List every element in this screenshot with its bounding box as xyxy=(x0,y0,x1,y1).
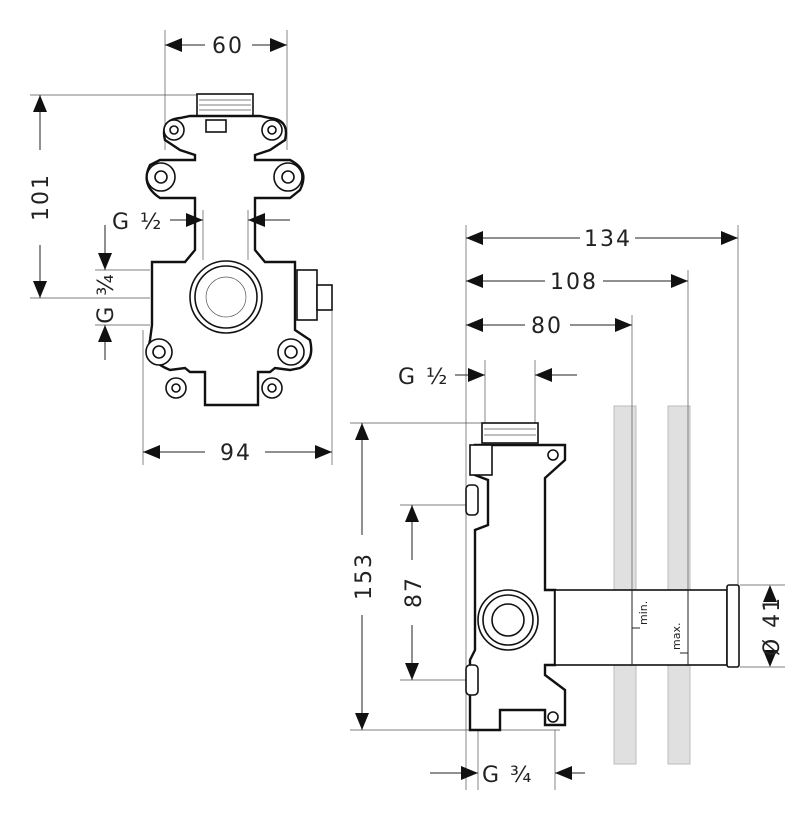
dimension-diameter-41: Ø 41 xyxy=(760,585,785,667)
dim-label-60: 60 xyxy=(212,34,244,59)
dimension-g-half-front: G ½ xyxy=(112,210,290,235)
dimension-153: 153 xyxy=(352,423,377,730)
dim-label-108: 108 xyxy=(550,270,598,295)
dim-label-101: 101 xyxy=(29,173,54,221)
front-view: 60 101 G ½ G ¾ xyxy=(29,30,333,466)
dim-label-87: 87 xyxy=(402,576,427,608)
valve-body-front xyxy=(145,93,333,407)
valve-body-side: min. max. xyxy=(465,422,740,732)
dim-label-diameter-41: Ø 41 xyxy=(760,596,785,656)
dimension-87: 87 xyxy=(402,505,427,680)
dim-label-g-half-side: G ½ xyxy=(398,365,449,390)
dim-label-g-three-quarter-front: G ¾ xyxy=(94,272,119,323)
dimension-g-three-quarter-side: G ¾ xyxy=(430,763,585,788)
dimension-108: 108 xyxy=(466,270,688,295)
dimension-60: 60 xyxy=(165,34,287,59)
dim-label-153: 153 xyxy=(352,552,377,600)
max-label: max. xyxy=(670,623,683,650)
dim-label-g-half-front: G ½ xyxy=(112,210,163,235)
dimension-g-half-side: G ½ xyxy=(398,365,577,390)
dimension-g-three-quarter-front: G ¾ xyxy=(94,225,119,360)
dim-label-134: 134 xyxy=(584,227,632,252)
dim-label-g-three-quarter-side: G ¾ xyxy=(482,763,533,788)
dimension-80: 80 xyxy=(466,314,632,339)
dimension-94: 94 xyxy=(143,441,332,466)
dim-label-94: 94 xyxy=(220,441,252,466)
wall-min xyxy=(613,405,637,765)
min-label: min. xyxy=(637,601,650,625)
wall-max xyxy=(667,405,691,765)
dim-label-80: 80 xyxy=(531,314,563,339)
dimension-101: 101 xyxy=(29,95,54,298)
dimension-134: 134 xyxy=(466,227,738,252)
side-view: min. max. 134 108 80 xyxy=(350,225,785,790)
